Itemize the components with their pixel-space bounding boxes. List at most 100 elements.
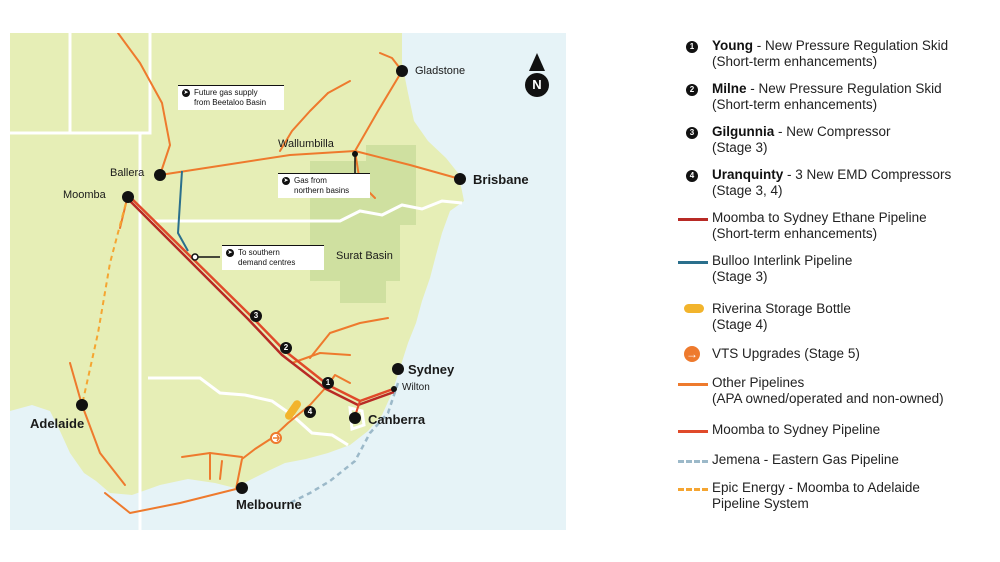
- city-dot-sydney: [392, 363, 404, 375]
- pipeline-vic-east: [235, 437, 273, 490]
- legend-item-riverina: Riverina Storage Bottle(Stage 4): [672, 301, 851, 333]
- legend-badge-2: 2: [686, 84, 698, 96]
- legend-other-line2: (APA owned/operated and non-owned): [712, 391, 944, 406]
- north-label: N: [525, 73, 549, 97]
- pipeline-riverina: [271, 384, 329, 439]
- legend-bulloo-swatch: [678, 261, 708, 264]
- callout-beetaloo-line1: Future gas supply: [194, 88, 258, 97]
- north-arrow-icon: N: [522, 53, 552, 101]
- legend-other-line1: Other Pipelines: [712, 375, 805, 390]
- moomba-sydney-ethane-pipeline: [127, 198, 395, 407]
- legend-uranquinty-bold: Uranquinty: [712, 167, 784, 182]
- legend-item-bulloo: Bulloo Interlink Pipeline(Stage 3): [672, 253, 852, 285]
- pipeline-vic-branch2: [219, 460, 223, 480]
- legend-gilgunnia-rest: - New Compressor: [774, 124, 891, 139]
- city-label-wilton: Wilton: [402, 382, 430, 393]
- badge-uranquinty: 4: [304, 406, 316, 418]
- moomba-sydney-pipeline: [127, 194, 397, 403]
- legend-milne-line2: (Short-term enhancements): [712, 97, 878, 112]
- legend-gilgunnia-bold: Gilgunnia: [712, 124, 775, 139]
- legend-young-bold: Young: [712, 38, 753, 53]
- legend-vts-line1: VTS Upgrades (Stage 5): [712, 346, 860, 361]
- callout-southern-demand: ➤ To southern demand centres: [222, 245, 324, 270]
- legend-gilgunnia-line2: (Stage 3): [712, 140, 768, 155]
- legend-item-vts: → VTS Upgrades (Stage 5): [672, 346, 860, 378]
- gas-network-map: Gladstone Wallumbilla Ballera Moomba Bri…: [10, 33, 566, 530]
- legend-item-milne: 2 Milne - New Pressure Regulation Skid(S…: [672, 81, 942, 113]
- legend-ethane-line2: (Short-term enhancements): [712, 226, 878, 241]
- legend-milne-rest: - New Pressure Regulation Skid: [746, 81, 942, 96]
- legend-bulloo-line1: Bulloo Interlink Pipeline: [712, 253, 853, 268]
- arrow-icon: ➤: [182, 89, 190, 97]
- north-arrow-head: [529, 53, 545, 71]
- legend-epic-line1: Epic Energy - Moomba to Adelaide: [712, 480, 920, 495]
- callout-beetaloo: ➤ Future gas supply from Beetaloo Basin: [178, 85, 284, 110]
- pipeline-branch-b: [327, 80, 351, 94]
- legend-uranquinty-line2: (Stage 3, 4): [712, 183, 783, 198]
- legend-item-young: 1 Young - New Pressure Regulation Skid(S…: [672, 38, 948, 70]
- legend-young-rest: - New Pressure Regulation Skid: [753, 38, 949, 53]
- legend-ethane-swatch: [678, 218, 708, 221]
- badge-milne: 2: [280, 342, 292, 354]
- arrow-icon: ➤: [226, 249, 234, 257]
- legend-item-moomba-sydney: Moomba to Sydney Pipeline: [672, 422, 880, 454]
- boundary-qld-nsw: [150, 199, 463, 223]
- legend-uranquinty-rest: - 3 New EMD Compressors: [783, 167, 952, 182]
- legend-item-jemena: Jemena - Eastern Gas Pipeline: [672, 452, 899, 484]
- jemena-eastern-gas-pipeline: [289, 382, 400, 505]
- city-dot-canberra: [349, 412, 361, 424]
- bulloo-interlink-pipeline: [176, 170, 189, 252]
- legend-moomba-sydney-swatch: [678, 430, 708, 433]
- boundary-nsw-vic: [148, 376, 349, 447]
- callout-northern-line1: Gas from: [294, 176, 327, 185]
- legend-other-swatch: [678, 383, 708, 386]
- legend-epic-swatch: [678, 488, 708, 491]
- basin-patch: [310, 225, 400, 281]
- pipeline-branch-a: [279, 92, 329, 152]
- boundary-nt-qld: [10, 33, 152, 135]
- legend-badge-3: 3: [686, 127, 698, 139]
- badge-young: 1: [322, 377, 334, 389]
- pipeline-nsw-west: [309, 317, 389, 359]
- city-dot-wilton: [391, 386, 397, 392]
- pipeline-adelaide-melb: [81, 404, 126, 486]
- city-dot-adelaide: [76, 399, 88, 411]
- city-dot-gladstone: [396, 65, 408, 77]
- legend-bulloo-line2: (Stage 3): [712, 269, 768, 284]
- callout-southern-line2: demand centres: [238, 258, 296, 267]
- legend-milne-bold: Milne: [712, 81, 747, 96]
- legend-riverina-line2: (Stage 4): [712, 317, 768, 332]
- region-label-surat-basin: Surat Basin: [336, 250, 393, 262]
- legend-young-line2: (Short-term enhancements): [712, 54, 878, 69]
- city-label-gladstone: Gladstone: [415, 65, 466, 77]
- city-label-melbourne: Melbourne: [236, 497, 302, 512]
- riverina-storage-bottle: [284, 400, 302, 420]
- pipeline-north-ballera: [117, 33, 171, 176]
- city-label-moomba: Moomba: [63, 189, 106, 201]
- legend-storage-bottle-icon: [684, 304, 704, 313]
- pipeline-ballera-wallumbilla: [159, 150, 356, 176]
- legend-item-other: Other Pipelines(APA owned/operated and n…: [672, 375, 944, 407]
- callout-northern-basins: ➤ Gas from northern basins: [278, 173, 370, 198]
- wallumbilla-junction: [352, 151, 358, 157]
- legend-jemena-line1: Jemena - Eastern Gas Pipeline: [712, 452, 899, 467]
- city-label-ballera: Ballera: [110, 167, 145, 179]
- pipeline-nsw-loop: [291, 352, 351, 364]
- legend-jemena-swatch: [678, 460, 708, 463]
- legend-vts-arrow-icon: →: [684, 346, 700, 362]
- legend-badge-1: 1: [686, 41, 698, 53]
- callout-beetaloo-line2: from Beetaloo Basin: [194, 98, 267, 107]
- city-label-brisbane: Brisbane: [473, 172, 529, 187]
- map-canvas: [10, 33, 566, 530]
- city-label-sydney: Sydney: [408, 362, 455, 377]
- city-label-wallumbilla: Wallumbilla: [278, 138, 334, 150]
- arrow-icon: ➤: [282, 177, 290, 185]
- callout-southern-line1: To southern: [238, 248, 280, 257]
- legend-moomba-sydney-line1: Moomba to Sydney Pipeline: [712, 422, 881, 437]
- pipeline-vic-sw: [104, 488, 237, 514]
- legend-ethane-line1: Moomba to Sydney Ethane Pipeline: [712, 210, 927, 225]
- basin-patch: [340, 279, 386, 303]
- legend-item-gilgunnia: 3 Gilgunnia - New Compressor (Stage 3): [672, 124, 891, 156]
- legend-badge-4: 4: [686, 170, 698, 182]
